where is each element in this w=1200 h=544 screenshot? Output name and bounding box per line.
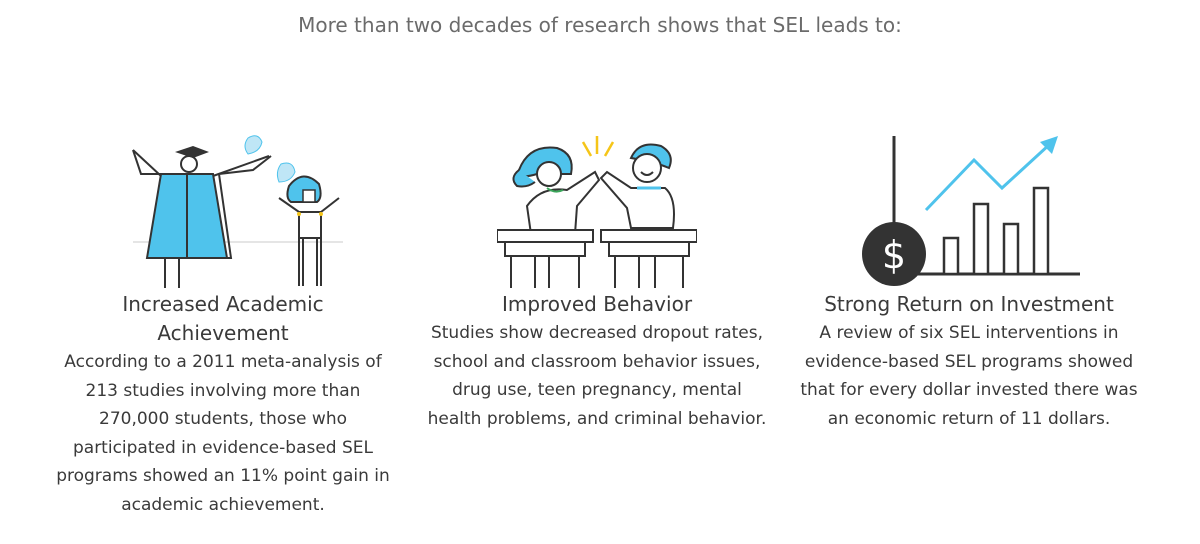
students-high-five-icon bbox=[497, 136, 697, 288]
benefit-description: Studies show decreased dropout rates, sc… bbox=[427, 323, 767, 429]
benefit-title: Strong Return on Investment bbox=[824, 292, 1114, 316]
intro-heading: More than two decades of research shows … bbox=[298, 13, 902, 37]
benefit-description: According to a 2011 meta-analysis of 213… bbox=[56, 352, 390, 515]
benefit-improved-behavior: Improved Behavior Studies show decreased… bbox=[426, 130, 768, 433]
benefit-academic-achievement: Increased Academic Achievement According… bbox=[52, 130, 394, 519]
benefit-title: Increased Academic Achievement bbox=[122, 292, 324, 345]
dollar-growth-chart-icon: $ bbox=[862, 136, 1080, 286]
benefit-description: A review of six SEL interventions in evi… bbox=[800, 323, 1138, 429]
graduation-celebration-icon bbox=[132, 135, 343, 288]
benefit-return-on-investment: $ Strong Return on Investment A review o… bbox=[798, 130, 1140, 433]
benefit-title: Improved Behavior bbox=[501, 292, 693, 316]
dollar-symbol: $ bbox=[882, 233, 906, 277]
